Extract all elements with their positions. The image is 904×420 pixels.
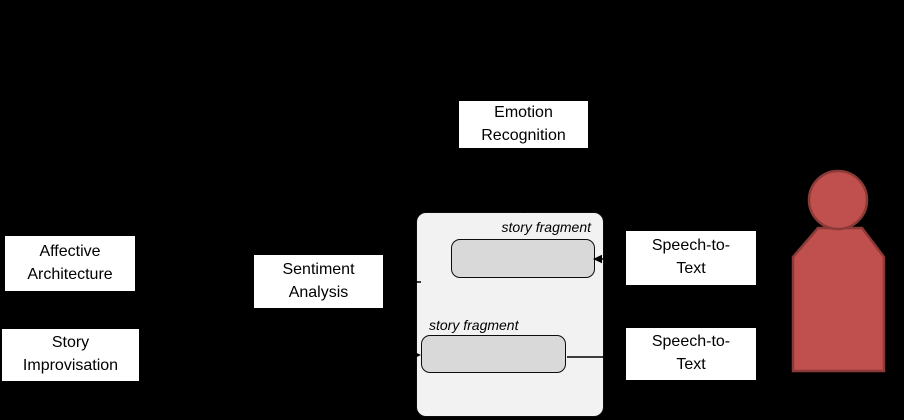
node-label: Story Improvisation	[22, 334, 119, 374]
node-label: Affective Architecture	[27, 242, 113, 283]
node-emotion-recognition: Emotion Recognition	[458, 100, 589, 149]
node-label: Speech-to- Text	[651, 333, 731, 373]
story-pool-panel: story fragment story fragment	[416, 212, 604, 417]
person-icon	[791, 169, 886, 373]
story-fragment-box-top	[451, 239, 595, 278]
story-fragment-box-bottom	[421, 335, 566, 373]
node-speech-to-text-top: Speech-to- Text	[625, 230, 757, 286]
node-label: Speech-to- Text	[651, 237, 731, 277]
story-fragment-label-top: story fragment	[501, 219, 591, 235]
person-body	[791, 226, 886, 373]
node-sentiment-analysis: Sentiment Analysis	[253, 254, 384, 309]
node-label: Sentiment Analysis	[282, 260, 355, 301]
node-story-improvisation: Story Improvisation	[1, 328, 140, 382]
node-speech-to-text-bottom: Speech-to- Text	[625, 327, 757, 381]
node-affective-architecture: Affective Architecture	[4, 235, 136, 292]
node-label: Emotion Recognition	[481, 103, 566, 144]
person-head	[807, 169, 869, 231]
story-fragment-label-bottom: story fragment	[429, 317, 519, 333]
